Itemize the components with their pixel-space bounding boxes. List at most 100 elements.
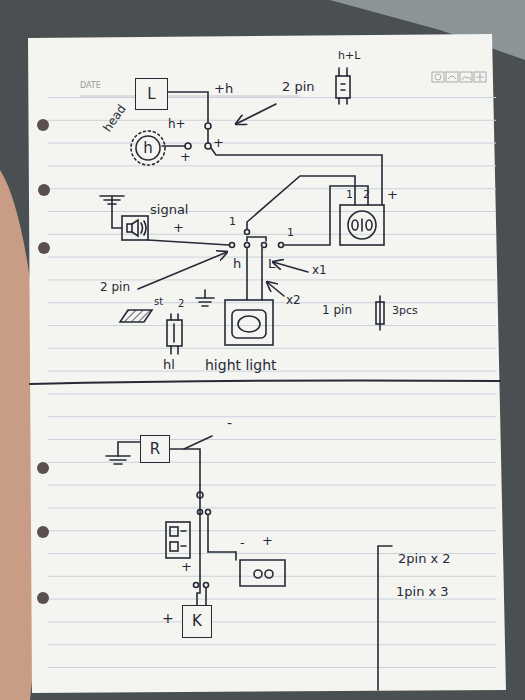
wiring — [366, 220, 372, 230]
wiring — [162, 145, 185, 147]
relay-wiring — [106, 436, 392, 690]
component-letter: h — [143, 141, 153, 156]
polarity-mark: + — [181, 560, 192, 574]
wiring — [348, 211, 376, 239]
wiring — [177, 346, 179, 354]
wiring — [100, 195, 124, 197]
relay-wiring — [207, 515, 209, 552]
component-box: R — [140, 435, 170, 463]
connector-name: h+L — [338, 50, 360, 62]
wiring — [238, 316, 260, 332]
wiring — [170, 314, 172, 320]
polarity-mark: + — [180, 150, 191, 164]
date-header: DATE — [80, 82, 101, 91]
pin-number: 2 — [178, 298, 184, 309]
wiring — [262, 243, 267, 248]
relay-wiring — [184, 436, 212, 449]
weather-icons — [462, 77, 471, 80]
wiring — [346, 68, 348, 76]
wiring — [138, 252, 227, 289]
terminal-name: +h — [214, 82, 233, 96]
pin-number: 1 — [346, 189, 353, 201]
wiring — [177, 314, 179, 320]
wiring — [120, 310, 152, 322]
relay-wiring — [205, 588, 207, 605]
pin-name: h — [233, 257, 241, 271]
signal-name: signal — [150, 203, 188, 217]
weather-icons — [446, 72, 458, 82]
paper-sheet — [28, 34, 506, 693]
wiring — [379, 296, 381, 330]
wiring — [247, 176, 355, 229]
polarity-mark: + — [387, 188, 398, 202]
wiring — [245, 230, 250, 235]
polarity-mark: - — [227, 416, 232, 431]
wiring — [361, 219, 363, 231]
wiring — [352, 220, 358, 230]
paper-sheet — [28, 34, 506, 693]
wiring — [173, 324, 175, 342]
wiring — [236, 104, 276, 124]
headlamp-outline — [136, 136, 160, 160]
weather-icons — [448, 76, 456, 79]
wiring — [245, 243, 250, 248]
wiring — [232, 310, 266, 338]
pin-name: L — [268, 257, 275, 271]
wiring — [205, 143, 211, 149]
wiring — [108, 203, 116, 205]
relay-wiring — [170, 527, 178, 536]
callout-number: x2 — [286, 294, 301, 307]
wiring — [336, 76, 350, 98]
wiring — [167, 320, 182, 346]
wiring — [127, 224, 132, 232]
weather-icons — [432, 72, 444, 82]
weather-icons — [435, 74, 441, 80]
paper-sheet — [37, 592, 49, 604]
wiring — [246, 248, 248, 300]
relay-wiring — [240, 560, 285, 586]
paper-sheet — [38, 184, 50, 196]
wiring — [376, 302, 384, 324]
polarity-mark: - — [240, 536, 245, 550]
relay-wiring — [254, 570, 262, 578]
wiring — [230, 243, 235, 248]
wiring — [340, 205, 384, 245]
wiring — [141, 221, 146, 235]
wiring — [261, 248, 263, 300]
wiring — [341, 89, 345, 91]
wiring — [338, 98, 340, 104]
paper-sheet — [38, 242, 50, 254]
relay-wiring — [181, 530, 186, 532]
wiring — [148, 240, 229, 245]
wiring — [170, 346, 172, 354]
headlamp-circle: h — [135, 135, 161, 161]
quantity-note: 3pcs — [392, 305, 418, 317]
paper-sheet — [48, 96, 496, 681]
wiring — [247, 237, 266, 241]
pin-name: st — [154, 296, 163, 307]
wiring — [196, 297, 214, 299]
wiring — [104, 199, 120, 201]
wiring — [267, 282, 284, 296]
wiring — [132, 220, 138, 236]
paper-sheet — [37, 462, 49, 474]
relay-wiring — [110, 459, 126, 461]
wiring — [199, 301, 211, 303]
wiring — [338, 68, 340, 76]
wiring — [30, 68, 500, 384]
weather-icons — [432, 72, 486, 82]
relay-wiring — [265, 570, 273, 578]
relay-wiring — [114, 463, 122, 465]
polarity-mark: + — [213, 136, 224, 150]
component-letter: R — [150, 442, 160, 457]
wiring — [225, 300, 273, 345]
connector-note: 2 pin — [282, 80, 315, 94]
relay-wiring — [206, 510, 211, 515]
wiring — [30, 380, 500, 384]
wiring — [122, 216, 148, 240]
terminal-name: h+ — [168, 118, 186, 131]
wiring — [279, 243, 284, 248]
